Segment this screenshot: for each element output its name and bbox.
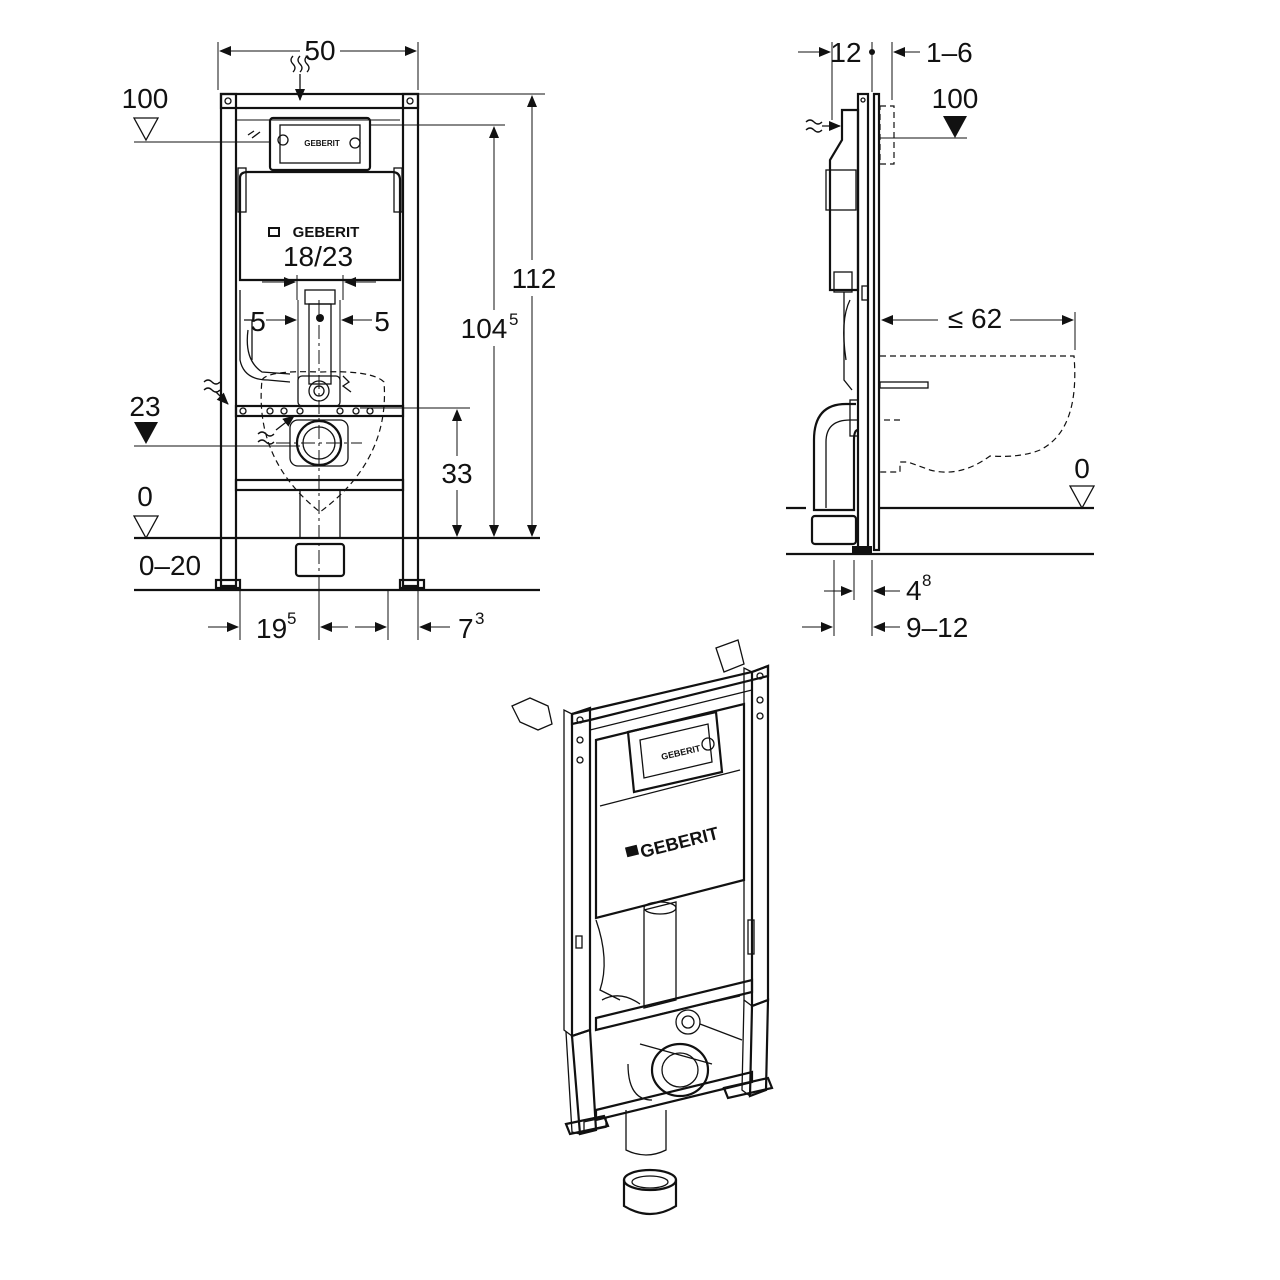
ventilation-icon <box>290 55 310 73</box>
dim-7: 7 <box>458 613 474 644</box>
side-level-0-label: 0 <box>1074 453 1090 484</box>
dim-7-sup: 3 <box>475 609 484 628</box>
dim-19-sup: 5 <box>287 609 296 628</box>
dim-4: 4 <box>906 575 922 606</box>
iso-top-rail <box>570 664 770 726</box>
iso-drain-bend <box>650 1042 710 1098</box>
dim-height-33: 33 <box>441 458 472 489</box>
dim-height-112: 112 <box>512 263 557 294</box>
side-cistern <box>828 108 860 292</box>
flush-plate-logo: GEBERIT <box>304 139 340 148</box>
frame-right-upright <box>401 92 420 588</box>
dim-offset-left: 5 <box>250 306 266 337</box>
water-supply-icon <box>203 379 221 393</box>
frame-top-rail <box>219 92 420 110</box>
side-frame <box>856 92 870 552</box>
side-bowl-outline <box>880 355 1076 473</box>
isometric-view: GEBERIT GEBERIT <box>511 639 774 1216</box>
dim-range-1-6: 1–6 <box>926 37 973 68</box>
dim-max-62: ≤ 62 <box>948 303 1002 334</box>
dim-offset-right: 5 <box>374 306 390 337</box>
level-0-label: 0 <box>137 481 153 512</box>
dim-width-50: 50 <box>304 35 335 66</box>
iso-drain-sleeve <box>622 1168 678 1192</box>
iso-cistern-logo: GEBERIT <box>638 823 720 862</box>
dim-depth-12: 12 <box>830 37 861 68</box>
front-view: 50 GEBERIT GEBERIT 18/23 <box>122 35 558 644</box>
cistern <box>238 170 402 282</box>
dim-19: 19 <box>256 613 287 644</box>
level-23-label: 23 <box>129 391 160 422</box>
dim-range-9-12: 9–12 <box>906 612 968 643</box>
cistern-logo: GEBERIT <box>293 224 360 241</box>
dim-4-sup: 8 <box>922 571 931 590</box>
side-vent-icon <box>805 119 823 133</box>
side-level-100-label: 100 <box>932 83 979 114</box>
frame-left-upright <box>219 92 238 588</box>
dim-height-104-sup: 5 <box>509 310 518 329</box>
iso-right-upright <box>750 664 770 1008</box>
bowl-outline <box>260 371 386 513</box>
flush-plate-outline <box>268 116 372 172</box>
side-view: 12 1–6 100 ≤ 62 <box>786 37 1096 643</box>
level-100-label: 100 <box>122 83 169 114</box>
side-drain-elbow <box>812 402 859 512</box>
dim-height-104: 104 <box>461 313 508 344</box>
wall-board <box>872 92 881 552</box>
iso-flush-plate <box>626 710 724 794</box>
floor-range-label: 0–20 <box>139 550 201 581</box>
iso-flush-plate-logo: GEBERIT <box>660 743 702 762</box>
side-flush-plate <box>879 105 895 165</box>
dim-flush-pipe: 18/23 <box>283 241 353 272</box>
iso-cistern <box>594 702 746 920</box>
